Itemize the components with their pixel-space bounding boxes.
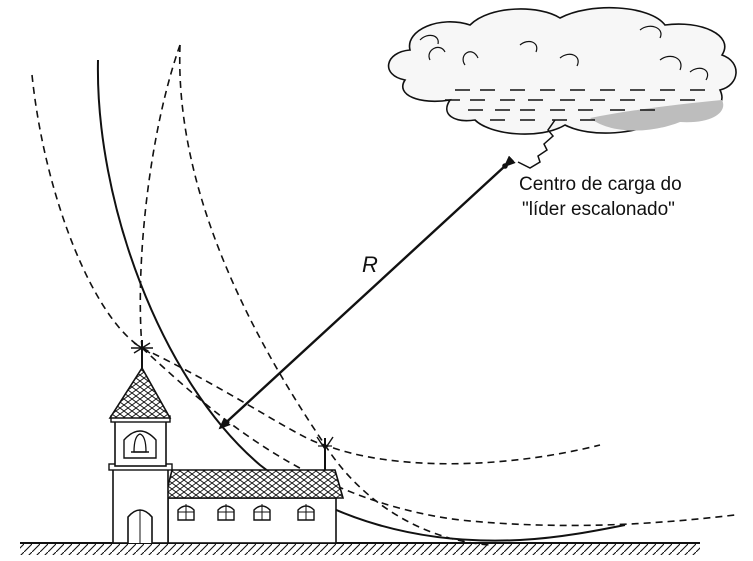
arc-outer-left bbox=[31, 74, 143, 349]
nave-lightning-rod bbox=[316, 436, 334, 470]
charge-center-label-line2: "líder escalonado" bbox=[522, 199, 675, 220]
bell bbox=[133, 433, 147, 453]
tower-lightning-rod bbox=[131, 340, 153, 368]
arc-small-rod bbox=[141, 347, 736, 527]
storm-cloud bbox=[387, 6, 737, 135]
cloud-swirls bbox=[419, 25, 709, 81]
arc-inner-left bbox=[139, 44, 181, 349]
stepped-leader bbox=[517, 119, 556, 169]
distance-label: R bbox=[362, 252, 378, 277]
striking-distance-arrow bbox=[218, 155, 516, 430]
charge-center-label-line1: Centro de carga do bbox=[519, 174, 682, 195]
ground bbox=[20, 542, 700, 555]
cloud-negative-charges bbox=[445, 89, 705, 121]
nave-windows bbox=[177, 504, 315, 521]
church bbox=[108, 340, 345, 544]
arc-church-tower bbox=[141, 347, 601, 465]
